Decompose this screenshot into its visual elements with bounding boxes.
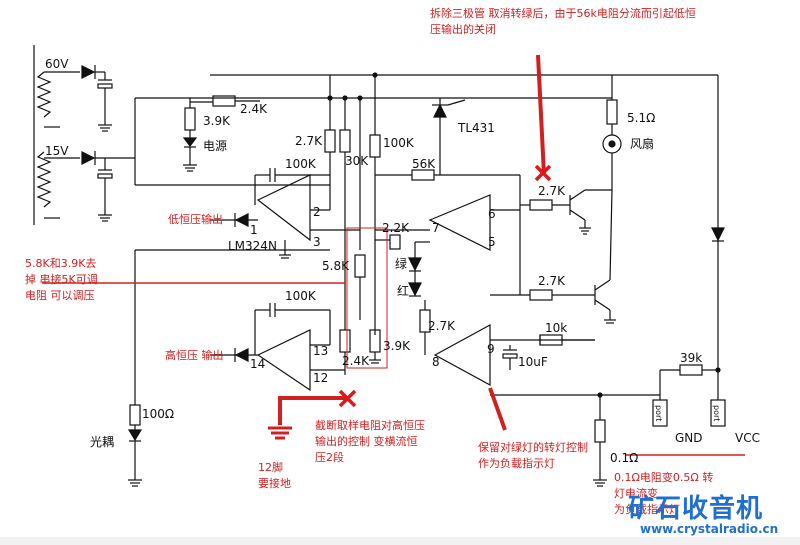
annotation-arrow-remove — [536, 54, 546, 176]
label-pin3: 3 — [313, 235, 321, 249]
annotation-cut-sampling: 截断取样电阻对高恒压 输出的控制 变横流恒 压2段 — [315, 419, 425, 464]
label-tl431: TL431 — [458, 121, 495, 135]
label-10uf: 10uF — [518, 355, 548, 369]
label-pin1: 1 — [250, 223, 258, 237]
label-10k: 10k — [545, 321, 568, 335]
label-0-1ohm: 0.1Ω — [610, 451, 639, 465]
label-5-8k: 5.8K — [322, 259, 349, 273]
label-15v: 15V — [45, 144, 69, 158]
label-optocoupler: 光耦 — [90, 435, 115, 449]
annotation-arrow-green — [488, 387, 507, 431]
annotation-remove-transistor: 拆除三极管 取消转绿后，由于56k电阻分流而引起低恒 压输出的关闭 — [430, 7, 696, 36]
label-3-9k-led: 3.9K — [203, 114, 230, 128]
label-56k: 56K — [412, 157, 436, 171]
label-pin9: 9 — [487, 342, 495, 356]
transformer-winding-15v — [36, 151, 52, 208]
label-2-2k: 2.2K — [382, 221, 409, 235]
label-high-cv-out: 高恒压 输出 — [165, 349, 224, 362]
label-2-7k-a: 2.7K — [295, 134, 322, 148]
label-3-9k-bot: 3.9K — [383, 339, 410, 353]
watermark-logo: 矿石收音机 — [628, 494, 764, 524]
label-2-7k-b: 2.7K — [538, 274, 565, 288]
label-pin8: 8 — [432, 355, 440, 369]
label-pin12: 12 — [313, 371, 329, 385]
port-vcc[interactable]: port — [712, 405, 721, 422]
label-2-4k-top: 2.4K — [240, 102, 267, 116]
label-lm324: LM324N — [228, 239, 277, 253]
label-vcc: VCC — [735, 431, 760, 445]
annotation-pin12-ground: 12脚 要接地 — [258, 461, 291, 490]
annotation-replace-resistor: 5.8K和3.9K去 掉 串接5K可调 电阻 可以调压 — [25, 257, 98, 302]
label-pin2: 2 — [313, 205, 321, 219]
label-pin6: 6 — [488, 207, 496, 221]
label-led-green: 绿 — [395, 257, 408, 271]
annotation-ground-wire — [278, 396, 345, 425]
label-60v: 60V — [45, 57, 69, 71]
label-100k-fb2: 100K — [285, 289, 316, 303]
annotation-shunt-change: 0.1Ω电阻变0.5Ω 转 灯电流变 为负载指示灯 — [614, 471, 714, 516]
label-5-1ohm: 5.1Ω — [627, 111, 656, 125]
label-low-cv-out: 低恒压输出 — [168, 213, 223, 226]
label-2-4k-bot: 2.4K — [342, 354, 369, 368]
label-100ohm: 100Ω — [142, 407, 175, 421]
label-pin7: 7 — [432, 221, 440, 235]
label-power-led: 电源 — [203, 139, 228, 153]
label-pin14: 14 — [250, 357, 266, 371]
label-led-red: 红 — [397, 284, 410, 298]
label-gnd: GND — [675, 431, 703, 445]
transformer-winding-60v — [36, 71, 52, 118]
label-pin5: 5 — [488, 235, 496, 249]
annotation-keep-green: 保留对绿灯的转灯控制 作为负载指示灯 — [478, 441, 588, 470]
label-pin13: 13 — [313, 344, 329, 358]
port-gnd[interactable]: port — [654, 405, 663, 422]
label-2-7k-q1: 2.7K — [538, 184, 565, 198]
label-2-7k-q2: 2.7K — [428, 319, 455, 333]
label-30k: 30K — [345, 154, 369, 168]
label-100k-div: 100K — [383, 136, 414, 150]
label-100k-fb1: 100K — [285, 157, 316, 171]
watermark-url: www.crystalradio.cn — [640, 522, 779, 536]
label-39k: 39k — [680, 351, 703, 365]
label-fan: 风扇 — [630, 137, 655, 151]
